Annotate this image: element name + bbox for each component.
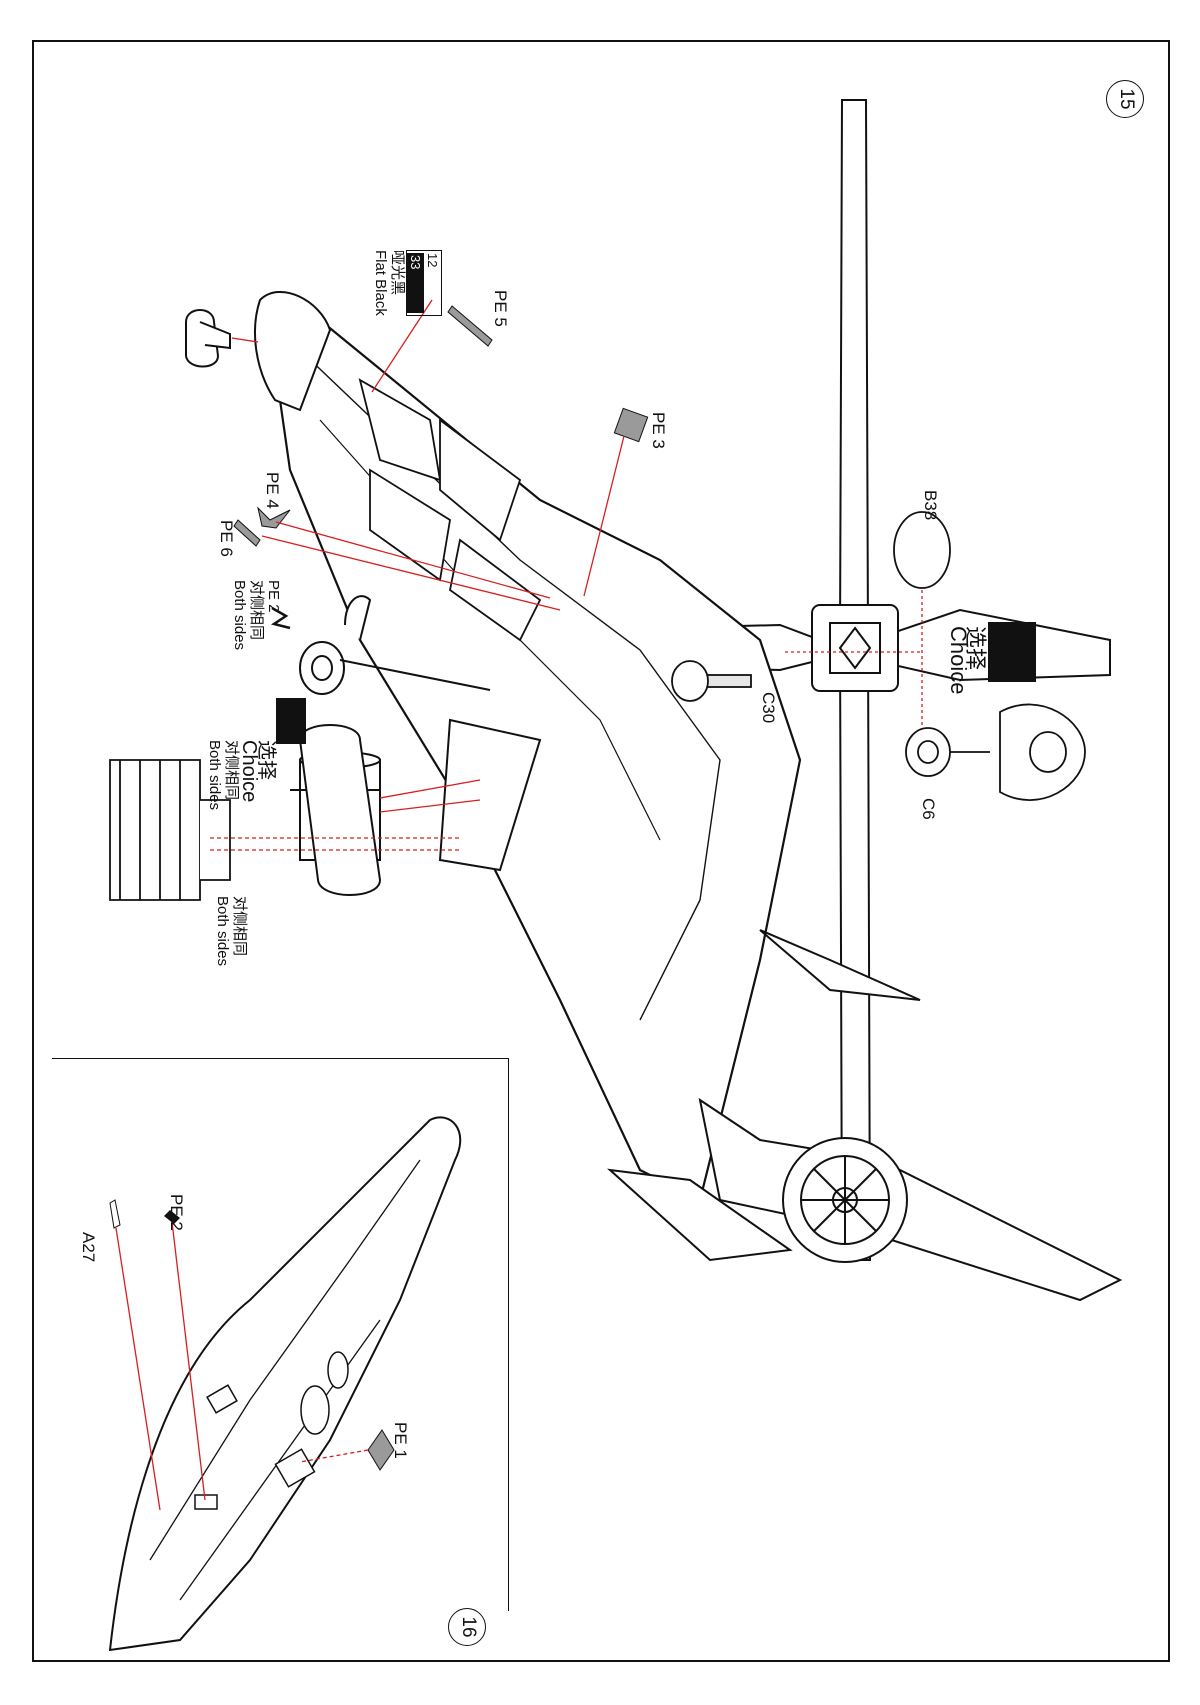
pe3-part (613, 407, 649, 443)
inset-hatch (274, 1448, 316, 1488)
inset-window (300, 1385, 330, 1435)
stub-wing (438, 718, 542, 872)
main-wheel (299, 595, 491, 695)
rotor-cap (999, 703, 1086, 801)
tail-boom-fin (698, 1097, 1123, 1302)
pe2-part-top (270, 606, 291, 630)
label-pe1: PE 1 (391, 1422, 410, 1459)
step-number-16: 16 (448, 1608, 486, 1646)
fenestron-tail-rotor (782, 1137, 908, 1263)
inset-callout-lines (115, 1221, 369, 1511)
choice-icon-right (988, 622, 1036, 682)
inset-pe2-part (164, 1210, 180, 1224)
part-c30 (671, 660, 752, 702)
inset-a27-part (109, 1199, 121, 1229)
nose-cone (254, 290, 332, 412)
external-fuel-tank (298, 724, 382, 896)
inset-pe1-part (367, 1429, 395, 1471)
label-pe2-inset: PE 2 (167, 1194, 186, 1231)
pe4-part (257, 506, 291, 529)
stabilizer-fin-upper (759, 929, 921, 1001)
inset-pe2-slot (194, 1494, 218, 1510)
missile-launcher (109, 759, 231, 901)
pe5-part (447, 305, 493, 347)
callout-lines (210, 299, 923, 851)
inset-fuselage-outline (108, 1116, 462, 1652)
part-b38 (893, 511, 951, 589)
nose-sight-pod (185, 309, 231, 368)
choice-icon-left (276, 698, 306, 744)
pe6-part (233, 519, 261, 547)
part-c6 (905, 727, 990, 777)
rotor-hub (811, 604, 899, 692)
horizontal-stabilizer (606, 1168, 793, 1262)
label-a27: A27 (79, 1232, 98, 1263)
page-frame (32, 40, 1170, 1662)
